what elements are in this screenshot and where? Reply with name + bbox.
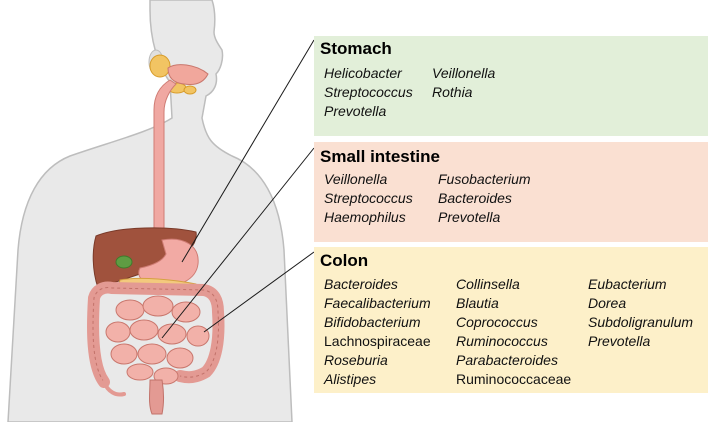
taxon-label: Fusobacterium xyxy=(438,171,531,187)
stomach-leader-line xyxy=(181,39,315,263)
rectum xyxy=(149,379,164,415)
taxon-label: Eubacterium xyxy=(588,276,667,292)
taxon-label: Bifidobacterium xyxy=(324,314,421,330)
small-intestine-title: Small intestine xyxy=(320,147,440,166)
gallbladder xyxy=(115,255,133,269)
salivary-glands xyxy=(149,54,197,95)
taxon-label: Rothia xyxy=(432,84,473,100)
appendix xyxy=(102,380,126,397)
colon-title: Colon xyxy=(320,251,369,270)
taxon-label: Ruminococcus xyxy=(456,333,548,349)
leader-lines xyxy=(161,39,315,339)
taxon-label: Veillonella xyxy=(432,65,496,81)
taxon-label: Blautia xyxy=(456,295,499,311)
taxon-label: Faecalibacterium xyxy=(324,295,431,311)
oral-cavity xyxy=(167,64,209,85)
taxon-label: Haemophilus xyxy=(324,209,406,225)
taxon-label: Ruminococcaceae xyxy=(456,371,572,387)
taxon-label: Collinsella xyxy=(456,276,520,292)
taxon-label: Parabacteroides xyxy=(456,352,558,368)
taxon-label: Dorea xyxy=(588,295,627,311)
taxon-label: Bacteroides xyxy=(324,276,398,292)
taxon-label: Helicobacter xyxy=(324,65,402,81)
taxon-label: Coprococcus xyxy=(456,314,538,330)
taxon-label: Bacteroides xyxy=(438,190,512,206)
taxon-label: Veillonella xyxy=(324,171,388,187)
taxon-label: Prevotella xyxy=(324,103,387,119)
taxon-label: Prevotella xyxy=(588,333,651,349)
colon-leader-line xyxy=(203,251,315,333)
stomach-title: Stomach xyxy=(320,39,392,58)
taxon-label: Streptococcus xyxy=(324,190,413,206)
taxon-label: Roseburia xyxy=(324,352,388,368)
taxon-label: Prevotella xyxy=(438,209,501,225)
taxon-label: Alistipes xyxy=(324,371,377,387)
large-intestine-outline xyxy=(92,287,219,383)
small-intestine xyxy=(105,295,210,385)
taxon-label: Subdoligranulum xyxy=(588,314,694,330)
taxon-label: Lachnospiraceae xyxy=(324,333,431,349)
taxon-label: Streptococcus xyxy=(324,84,413,100)
small-intestine-leader-line xyxy=(161,147,315,339)
